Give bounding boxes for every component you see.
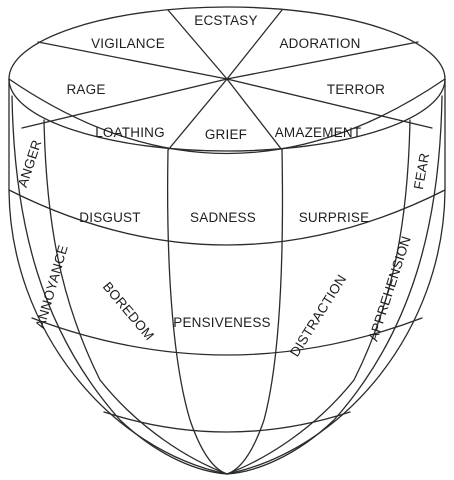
spoke-line <box>226 78 283 151</box>
label-pensiveness: PENSIVENESS <box>173 315 271 330</box>
label-adoration: ADORATION <box>279 36 360 51</box>
label-disgust: DISGUST <box>79 210 140 225</box>
spoke-line <box>167 9 228 80</box>
label-vigilance: VIGILANCE <box>91 36 165 51</box>
spoke-line <box>167 78 228 151</box>
label-boredom: BOREDOM <box>100 279 157 343</box>
label-sadness: SADNESS <box>190 210 256 225</box>
label-loathing: LOATHING <box>95 125 165 140</box>
label-distraction: DISTRACTION <box>287 272 349 359</box>
spoke-line <box>21 78 228 129</box>
band-line <box>8 189 446 246</box>
band-line <box>103 411 351 433</box>
seam-line <box>11 95 228 475</box>
label-fear: FEAR <box>411 152 432 191</box>
label-terror: TERROR <box>327 82 385 97</box>
seam-line <box>166 149 228 475</box>
label-ecstasy: ECSTASY <box>194 13 257 28</box>
label-amazement: AMAZEMENT <box>275 125 362 140</box>
label-surprise: SURPRISE <box>299 210 370 225</box>
spoke-line <box>37 41 228 80</box>
label-grief: GRIEF <box>205 127 247 142</box>
spoke-line <box>226 9 283 80</box>
diagram-lines <box>8 6 446 475</box>
band-line <box>31 317 423 356</box>
seam-line <box>226 149 284 475</box>
top-ring-labels: ECSTASY ADORATION TERROR AMAZEMENT GRIEF… <box>66 13 385 142</box>
spoke-line <box>226 41 419 80</box>
seam-line <box>226 95 443 475</box>
bottom-ring-labels: ANNOYANCE BOREDOM PENSIVENESS DISTRACTIO… <box>33 234 414 359</box>
label-apprehension: APPREHENSION <box>366 234 414 343</box>
front-rim-arc <box>8 78 446 155</box>
label-anger: ANGER <box>15 138 44 189</box>
seam-line <box>43 119 228 475</box>
seam-line <box>226 119 411 475</box>
spoke-line <box>226 78 433 129</box>
label-rage: RAGE <box>66 82 105 97</box>
